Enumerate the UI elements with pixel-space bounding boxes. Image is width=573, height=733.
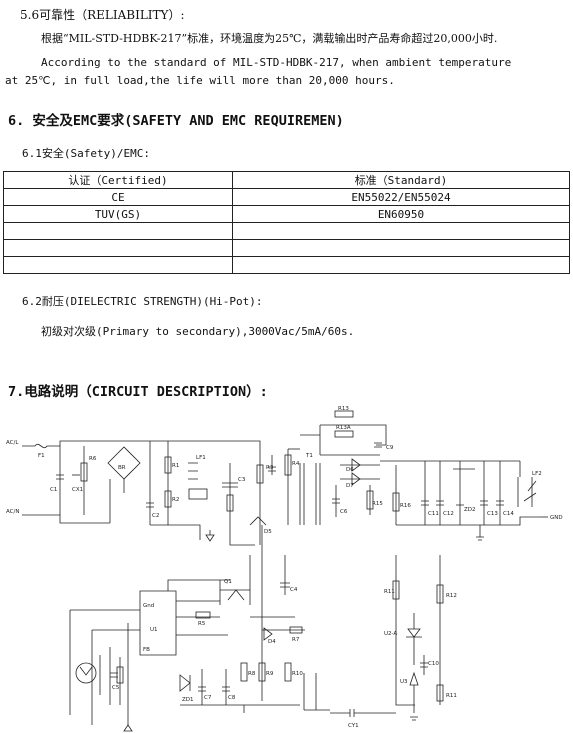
label-lf1: LF1 xyxy=(196,455,206,461)
std-cell xyxy=(232,222,570,240)
label-d6: D6 xyxy=(346,467,354,473)
label-u1: U1 xyxy=(150,627,158,633)
label-c7: C7 xyxy=(204,695,212,701)
table-row xyxy=(3,239,570,257)
cert-cell xyxy=(3,222,233,240)
label-r7: R7 xyxy=(292,637,300,643)
label-f1: F1 xyxy=(38,453,45,459)
certification-table: 认证（Certified) 标准（Standard) CE EN55022/EN… xyxy=(3,171,570,274)
section6-heading: 6. 安全及EMC要求(SAFETY AND EMC REQUIREMEN) xyxy=(8,113,344,129)
section6-sub2: 6.2耐压(DIELECTRIC STRENGTH)(Hi-Pot): xyxy=(22,295,263,308)
std-cell xyxy=(232,239,570,257)
label-c6: C6 xyxy=(340,509,348,515)
cert-cell xyxy=(3,256,233,274)
std-cell: EN60950 xyxy=(232,205,570,223)
label-c9: C9 xyxy=(386,445,394,451)
label-q1: Q1 xyxy=(224,579,232,585)
label-c13: C13 xyxy=(487,511,498,517)
label-c14: C14 xyxy=(503,511,514,517)
label-r9: R9 xyxy=(266,671,274,677)
label-br: BR xyxy=(118,465,126,471)
label-c1: C1 xyxy=(50,487,57,493)
label-ic-gnd: Gnd xyxy=(143,603,154,609)
label-r8: R8 xyxy=(248,671,256,677)
reliability-en-line2: at 25℃, in full load,the life will more … xyxy=(5,74,395,87)
label-c5: C5 xyxy=(112,685,120,691)
label-r1: R1 xyxy=(172,463,179,469)
label-r10: R10 xyxy=(292,671,303,677)
std-cell xyxy=(232,256,570,274)
table-row: CE EN55022/EN55024 xyxy=(3,188,570,206)
table-row: TUV(GS) EN60950 xyxy=(3,205,570,223)
reliability-heading: 5.6可靠性（RELIABILITY）: xyxy=(20,8,185,22)
label-r13: R13 xyxy=(338,406,349,412)
col-certified-header: 认证（Certified) xyxy=(3,171,233,189)
section6-sub2-text: 初级对次级(Primary to secondary),3000Vac/5mA/… xyxy=(41,325,355,338)
label-zd1: ZD1 xyxy=(182,697,194,703)
label-c11: C11 xyxy=(428,511,439,517)
table-row xyxy=(3,222,570,240)
label-r3a: R3 xyxy=(266,465,274,471)
section6-sub1: 6.1安全(Safety)/EMC: xyxy=(22,147,150,160)
label-acl: AC/L xyxy=(6,440,19,446)
label-d5: D5 xyxy=(264,529,272,535)
label-r2: R2 xyxy=(172,497,179,503)
label-r16: R16 xyxy=(400,503,411,509)
label-u2a: U2-A xyxy=(384,631,397,637)
table-row xyxy=(3,256,570,274)
label-r11: R11 xyxy=(384,589,395,595)
label-t1: T1 xyxy=(305,453,313,459)
table-header-row: 认证（Certified) 标准（Standard) xyxy=(3,171,570,189)
col-standard-header: 标准（Standard) xyxy=(232,171,570,189)
section7-heading: 7.电路说明（CIRCUIT DESCRIPTION）: xyxy=(8,384,268,400)
label-c4: C4 xyxy=(290,587,298,593)
label-c10: C10 xyxy=(428,661,439,667)
label-d4: D4 xyxy=(268,639,276,645)
label-ic-fb: FB xyxy=(143,647,150,653)
reliability-en-line1: According to the standard of MIL-STD-HDB… xyxy=(41,56,512,69)
label-c12: C12 xyxy=(443,511,454,517)
label-r11b: R11 xyxy=(446,693,457,699)
label-r13a: R13A xyxy=(336,425,351,431)
label-d7: D7 xyxy=(346,483,354,489)
label-cy1: CY1 xyxy=(348,723,359,729)
label-u3: U3 xyxy=(400,679,408,685)
label-r6a: R6 xyxy=(89,456,97,462)
label-c8: C8 xyxy=(228,695,236,701)
label-c3: C3 xyxy=(238,477,246,483)
cert-cell xyxy=(3,239,233,257)
label-r5: R5 xyxy=(198,621,206,627)
label-gnd: GND xyxy=(550,515,563,521)
label-acn: AC/N xyxy=(6,509,19,515)
label-lf2: LF2 xyxy=(532,471,542,477)
label-r4: R4 xyxy=(292,461,300,467)
label-c2: C2 xyxy=(152,513,159,519)
label-r12: R12 xyxy=(446,593,457,599)
std-cell: EN55022/EN55024 xyxy=(232,188,570,206)
cert-cell: CE xyxy=(3,188,233,206)
circuit-schematic: AC/L AC/N F1 R6 CX1 C1 BR C2 R1 R2 LF1 C… xyxy=(6,406,563,732)
cert-cell: TUV(GS) xyxy=(3,205,233,223)
label-cx1: CX1 xyxy=(72,487,83,493)
label-zd2: ZD2 xyxy=(464,507,476,513)
label-r15: R15 xyxy=(372,501,383,507)
reliability-cn-text: 根据“MIL-STD-HDBK-217”标准，环境温度为25℃，满载输出时产品寿… xyxy=(41,32,498,45)
